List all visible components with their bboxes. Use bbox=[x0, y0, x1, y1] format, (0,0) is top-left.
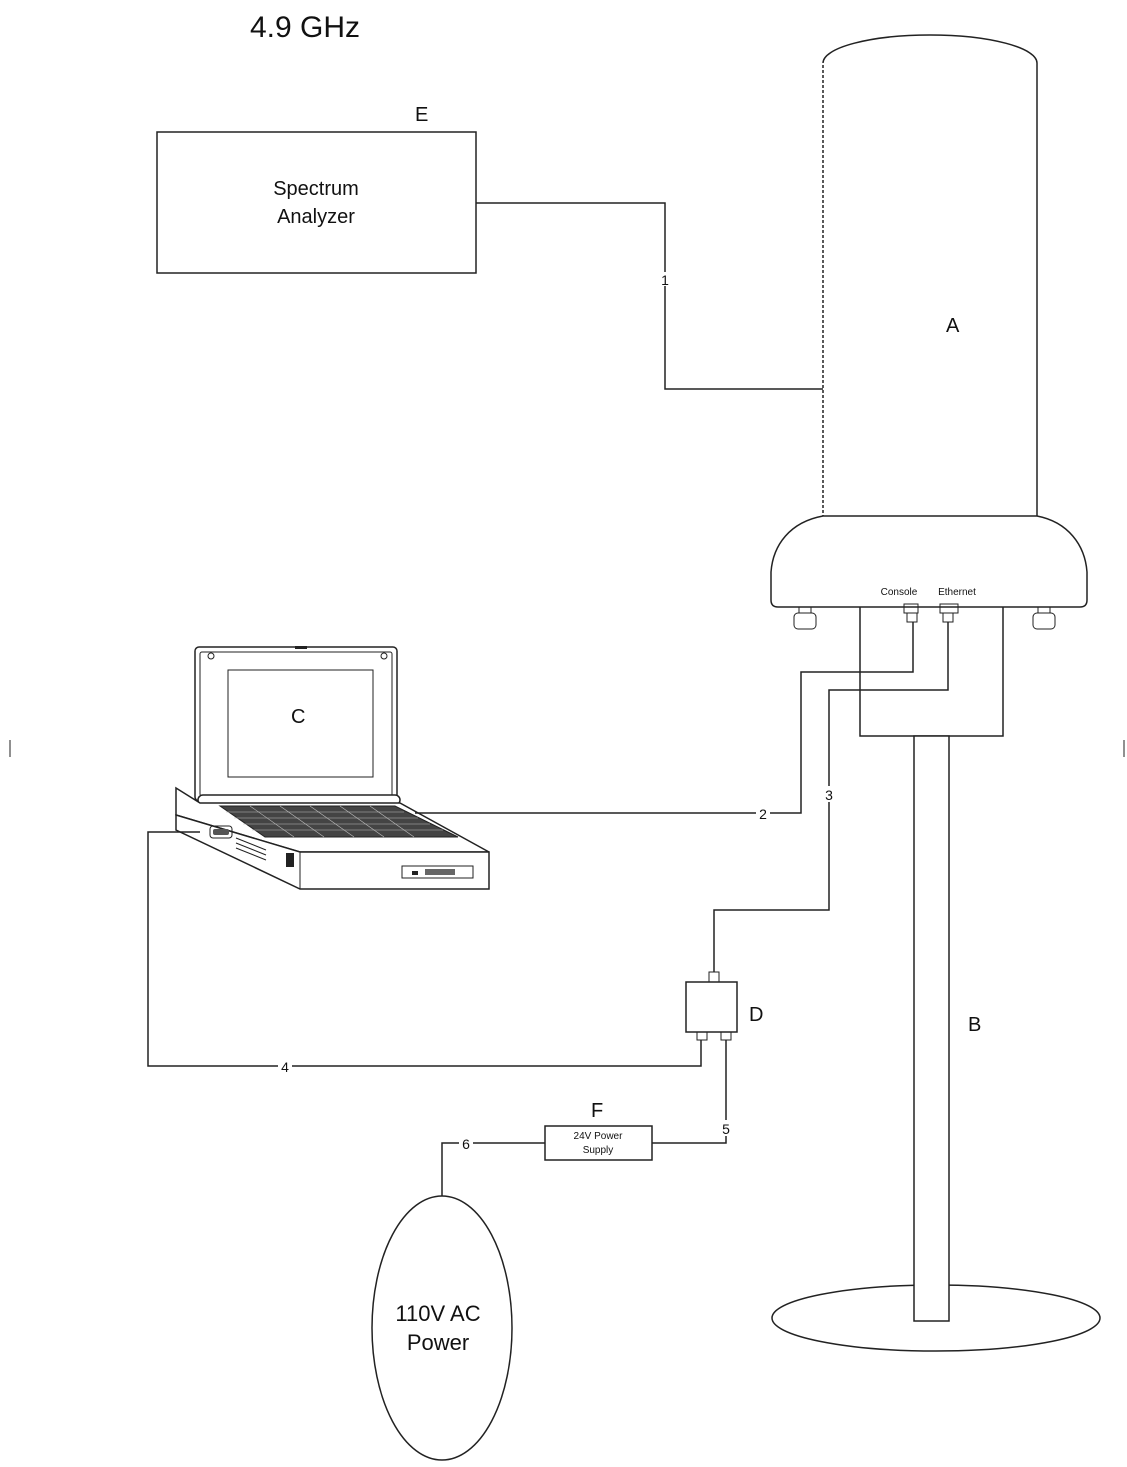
poe-injector-letter: D bbox=[749, 1004, 763, 1026]
antenna-unit: Console Ethernet A bbox=[770, 34, 1088, 630]
pole: B bbox=[771, 735, 1101, 1352]
cable-6-label: 6 bbox=[462, 1136, 470, 1152]
power-supply-label-line2: Supply bbox=[583, 1145, 614, 1156]
cable-4-label: 4 bbox=[281, 1059, 289, 1075]
console-port-label: Console bbox=[881, 587, 918, 598]
laptop-screen bbox=[227, 669, 374, 778]
cable-1 bbox=[476, 202, 823, 390]
cable-5 bbox=[652, 1040, 727, 1144]
diagram-title: 4.9 GHz bbox=[250, 11, 360, 44]
antenna-letter: A bbox=[946, 315, 960, 337]
spectrum-analyzer: Spectrum Analyzer E bbox=[156, 104, 477, 274]
laptop-letter: C bbox=[291, 706, 305, 728]
cable-2-label: 2 bbox=[759, 806, 767, 822]
ethernet-port-label: Ethernet bbox=[938, 587, 976, 598]
cable-3-label: 3 bbox=[825, 787, 833, 803]
antenna-foot-left bbox=[793, 606, 817, 630]
console-port bbox=[903, 603, 919, 623]
poe-injector-box bbox=[685, 981, 738, 1033]
ac-power-label-line1: 110V AC bbox=[395, 1301, 480, 1326]
power-supply-box bbox=[544, 1125, 653, 1161]
power-supply: 24V Power Supply F bbox=[544, 1100, 653, 1161]
cable-6 bbox=[441, 1142, 545, 1196]
cable-1-label: 1 bbox=[661, 272, 669, 288]
antenna-base bbox=[770, 515, 1088, 608]
cable-5-label: 5 bbox=[722, 1121, 730, 1137]
antenna-foot-right bbox=[1032, 606, 1056, 630]
ac-power-label-line2: Power bbox=[407, 1330, 469, 1355]
cable-2 bbox=[415, 622, 914, 814]
power-supply-label-line1: 24V Power bbox=[574, 1131, 624, 1142]
pole-shaft bbox=[913, 735, 950, 1322]
ac-power-source: 110V AC Power bbox=[371, 1195, 513, 1461]
laptop-keyboard bbox=[218, 805, 459, 838]
spectrum-analyzer-label-line2: Analyzer bbox=[277, 206, 355, 228]
spectrum-analyzer-box bbox=[156, 131, 477, 274]
ac-power-ellipse bbox=[371, 1195, 513, 1461]
antenna-cylinder bbox=[822, 34, 1038, 518]
cable-4 bbox=[147, 831, 702, 1067]
pole-letter: B bbox=[968, 1014, 981, 1036]
spectrum-analyzer-label-line1: Spectrum bbox=[273, 178, 359, 200]
power-supply-letter: F bbox=[591, 1100, 603, 1122]
poe-injector: D bbox=[685, 971, 763, 1041]
spectrum-analyzer-letter: E bbox=[415, 104, 428, 126]
laptop: C bbox=[175, 646, 490, 890]
